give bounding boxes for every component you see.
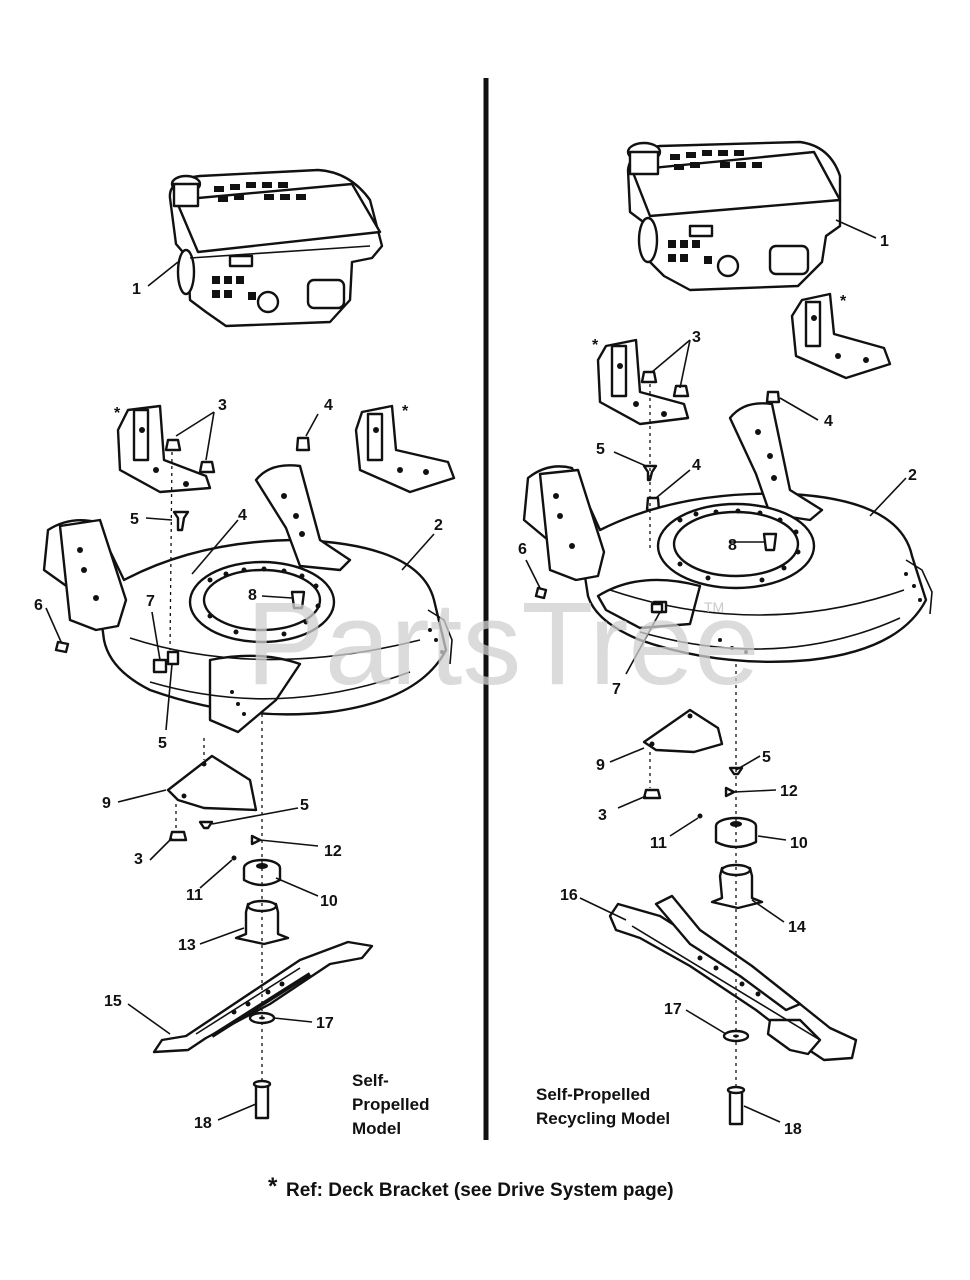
right-callout: 9 — [596, 757, 605, 774]
left-callout: 11 — [186, 887, 203, 904]
left-callout: 5 — [130, 511, 139, 528]
footnote-star: * — [268, 1173, 278, 1200]
right-callout: 1 — [880, 233, 889, 250]
right-callout: 11 — [650, 835, 667, 852]
right-callout: 12 — [780, 783, 798, 800]
right-callout: 14 — [788, 919, 806, 936]
footnote-text: Ref: Deck Bracket (see Drive System page… — [286, 1180, 674, 1201]
left-deflector — [166, 754, 258, 812]
right-gasket-7 — [650, 602, 664, 614]
right-recycling-blade — [608, 894, 858, 1062]
left-callout: 5 — [158, 735, 167, 752]
left-callout: * — [402, 403, 409, 420]
svg-text:Recycling Model: Recycling Model — [536, 1109, 670, 1128]
right-callout: 18 — [784, 1121, 802, 1138]
right-callout: 10 — [790, 835, 808, 852]
left-callout: 18 — [194, 1115, 212, 1132]
left-deck-bracket-b — [354, 404, 456, 494]
left-callout: 4 — [238, 507, 247, 524]
left-gasket-6 — [54, 640, 70, 654]
left-deck-bracket-a — [116, 404, 212, 494]
left-callout: 17 — [316, 1015, 334, 1032]
left-blade — [152, 940, 374, 1054]
svg-text:Propelled: Propelled — [352, 1095, 429, 1114]
left-callout: 12 — [324, 843, 342, 860]
right-callout: 7 — [612, 681, 621, 698]
right-callout: 6 — [518, 541, 527, 558]
right-callout: 3 — [692, 329, 701, 346]
right-assembly-lines — [649, 384, 737, 1088]
right-engine — [626, 140, 842, 292]
left-callout: 4 — [324, 397, 333, 414]
watermark: PartsTree — [246, 578, 760, 710]
left-washer-bolt — [248, 1011, 276, 1120]
left-callout: 7 — [146, 593, 155, 610]
left-leader-lines — [45, 261, 435, 1121]
left-mower-deck — [42, 464, 453, 734]
svg-text:Self-Propelled: Self-Propelled — [536, 1085, 650, 1104]
right-deck-bracket-a — [596, 338, 690, 426]
right-callout: 4 — [692, 457, 701, 474]
right-hardware-top — [640, 370, 781, 512]
right-gasket-6 — [534, 586, 548, 600]
left-hardware-low — [168, 820, 262, 861]
left-model-caption: Self- Propelled Model — [352, 1071, 429, 1138]
left-blade-adapter — [234, 899, 290, 946]
right-model-caption: Self-Propelled Recycling Model — [536, 1085, 670, 1128]
left-callout: 1 — [132, 281, 141, 298]
left-engine — [168, 168, 384, 328]
right-deflector — [642, 708, 724, 754]
right-callout-labels: 1 * 3 * 4 5 4 2 6 8 7 9 5 12 3 11 10 16 … — [518, 233, 917, 1138]
watermark-tm: TM — [704, 599, 724, 615]
right-callout: 17 — [664, 1001, 682, 1018]
right-callout: 16 — [560, 887, 578, 904]
right-hardware-low — [642, 766, 744, 819]
left-callout: 9 — [102, 795, 111, 812]
right-deck-bracket-b — [790, 292, 892, 380]
left-callout-labels: 1 * 3 4 * 2 5 4 6 7 8 5 9 5 3 12 11 10 1… — [34, 281, 443, 1132]
svg-text:Model: Model — [352, 1119, 401, 1138]
left-callout: 10 — [320, 893, 338, 910]
left-callout: 13 — [178, 937, 196, 954]
left-callout: 3 — [218, 397, 227, 414]
right-callout: * — [592, 337, 599, 354]
footnote: * Ref: Deck Bracket (see Drive System pa… — [268, 1173, 674, 1201]
right-callout: 3 — [598, 807, 607, 824]
right-callout: 4 — [824, 413, 833, 430]
svg-text:Self-: Self- — [352, 1071, 389, 1090]
left-callout: 15 — [104, 993, 122, 1010]
left-assembly-lines — [169, 451, 263, 1082]
right-mower-deck — [522, 402, 933, 663]
right-callout: 2 — [908, 467, 917, 484]
right-callout: 8 — [728, 537, 737, 554]
right-callout: 5 — [596, 441, 605, 458]
left-callout: 3 — [134, 851, 143, 868]
left-callout: 8 — [248, 587, 257, 604]
right-callout: 5 — [762, 749, 771, 766]
right-callout: * — [840, 293, 847, 310]
right-leader-lines — [525, 219, 907, 1123]
left-callout: * — [114, 405, 121, 422]
left-callout: 5 — [300, 797, 309, 814]
left-callout: 2 — [434, 517, 443, 534]
left-callout: 6 — [34, 597, 43, 614]
